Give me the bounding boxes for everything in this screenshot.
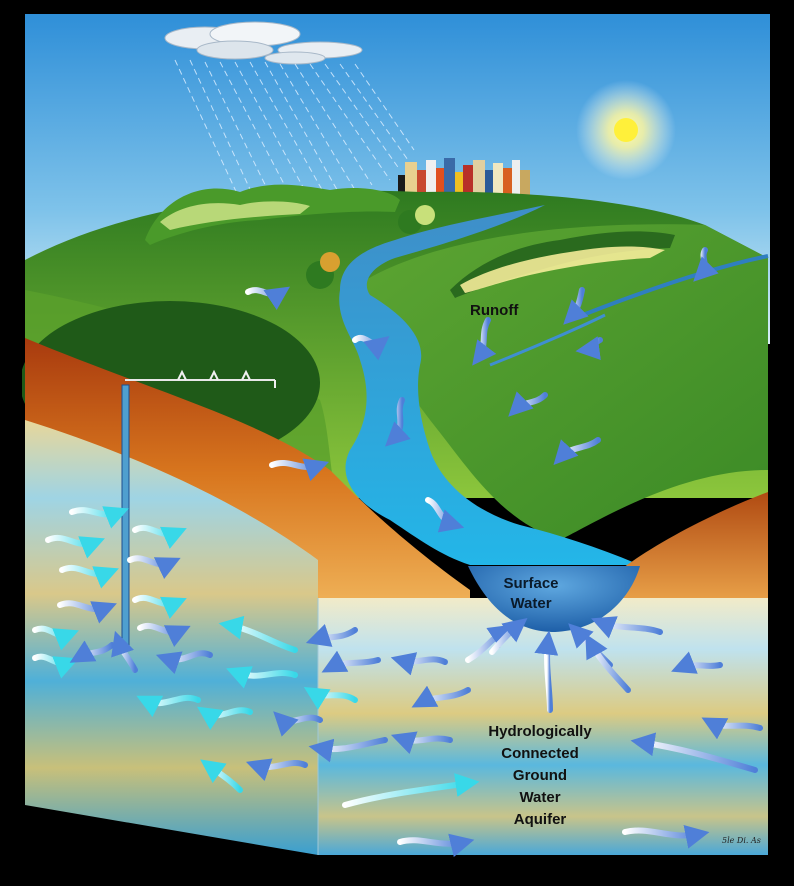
river <box>339 205 640 565</box>
flow-arrow-icon <box>45 535 105 559</box>
flow-arrow-icon <box>32 653 79 679</box>
tree-icon <box>145 184 675 298</box>
cloud-icon <box>164 21 363 65</box>
flow-arrow-icon <box>308 737 388 763</box>
flow-arrow-icon <box>622 825 710 849</box>
rain-icon <box>174 59 415 206</box>
flow-arrow-icon <box>553 437 601 466</box>
flow-arrow-icon <box>701 717 763 740</box>
flow-arrow-icon <box>342 773 480 808</box>
flow-arrow-icon <box>218 615 298 653</box>
flow-arrow-icon <box>591 616 663 639</box>
flow-arrow-icon <box>303 686 358 710</box>
aquifer-label-line1: Hydrologically <box>488 723 592 740</box>
city-icon <box>398 158 530 197</box>
flow-arrow-icon <box>575 336 603 360</box>
flow-arrow-icon <box>136 694 201 718</box>
irrigation-pivot-icon <box>177 369 276 388</box>
flow-arrow-icon <box>321 650 381 673</box>
flow-arrow-icon <box>390 731 453 755</box>
flow-arrow-icon <box>197 706 253 730</box>
artist-signature: 5le Di. As <box>722 836 761 845</box>
flow-arrow-icon <box>269 458 330 482</box>
surface-water-label-line2: Water <box>510 595 552 612</box>
frame <box>18 8 776 864</box>
flow-arrow-icon <box>69 506 129 529</box>
flow-arrow-icon <box>534 630 559 713</box>
flow-arrow-icon <box>385 397 411 447</box>
sun-icon <box>576 80 676 180</box>
surface-water-pond <box>468 566 640 632</box>
flow-arrow-icon <box>352 335 390 361</box>
flow-arrow-icon <box>57 600 117 624</box>
flow-arrow-icon <box>397 833 475 858</box>
flow-arrow-icon <box>69 640 115 663</box>
flow-arrow-icon <box>155 650 213 675</box>
soil-layer-right <box>610 492 768 600</box>
flow-arrow-icon <box>273 711 323 737</box>
flow-arrow-icon <box>111 630 138 673</box>
flow-arrow-icon <box>390 652 448 676</box>
flow-arrow-icon <box>245 286 290 310</box>
runoff-label: Runoff <box>470 302 519 319</box>
flow-arrow-icon <box>489 618 528 655</box>
flow-arrow-icon <box>671 651 723 674</box>
flow-arrow-icon <box>226 666 298 689</box>
aquifer-label-line3: Ground <box>512 767 568 784</box>
flow-arrow-icon <box>132 525 187 549</box>
flow-arrow-icon <box>200 759 243 793</box>
flow-arrow-icon <box>425 497 465 533</box>
flow-arrow-icon <box>32 625 79 651</box>
flow-arrow-icon <box>630 732 758 773</box>
flow-arrow-icon <box>59 565 119 589</box>
flow-arrow-icon <box>137 623 191 647</box>
flow-arrow-icon <box>693 247 719 282</box>
runoff-stream-2 <box>489 313 606 367</box>
aquifer-label-line2: Connected <box>501 745 579 762</box>
flow-arrow-icon <box>411 685 471 708</box>
flow-arrow-icon <box>305 624 358 647</box>
flow-arrow-icon <box>127 555 181 579</box>
flow-arrow-icon <box>245 758 308 782</box>
surface-water-label-line1: Surface <box>503 575 559 592</box>
aquifer-label-line4: Water <box>519 789 561 806</box>
land-right <box>350 224 768 540</box>
flow-arrow-icon <box>508 391 548 417</box>
flow-arrow-icon <box>132 595 187 619</box>
aquifer-label-line5: Aquifer <box>513 811 567 828</box>
flow-arrow-icon <box>585 633 631 693</box>
flow-arrow-icon <box>563 287 589 325</box>
soil-layer-left <box>25 338 470 610</box>
flow-arrow-icon <box>472 317 497 366</box>
